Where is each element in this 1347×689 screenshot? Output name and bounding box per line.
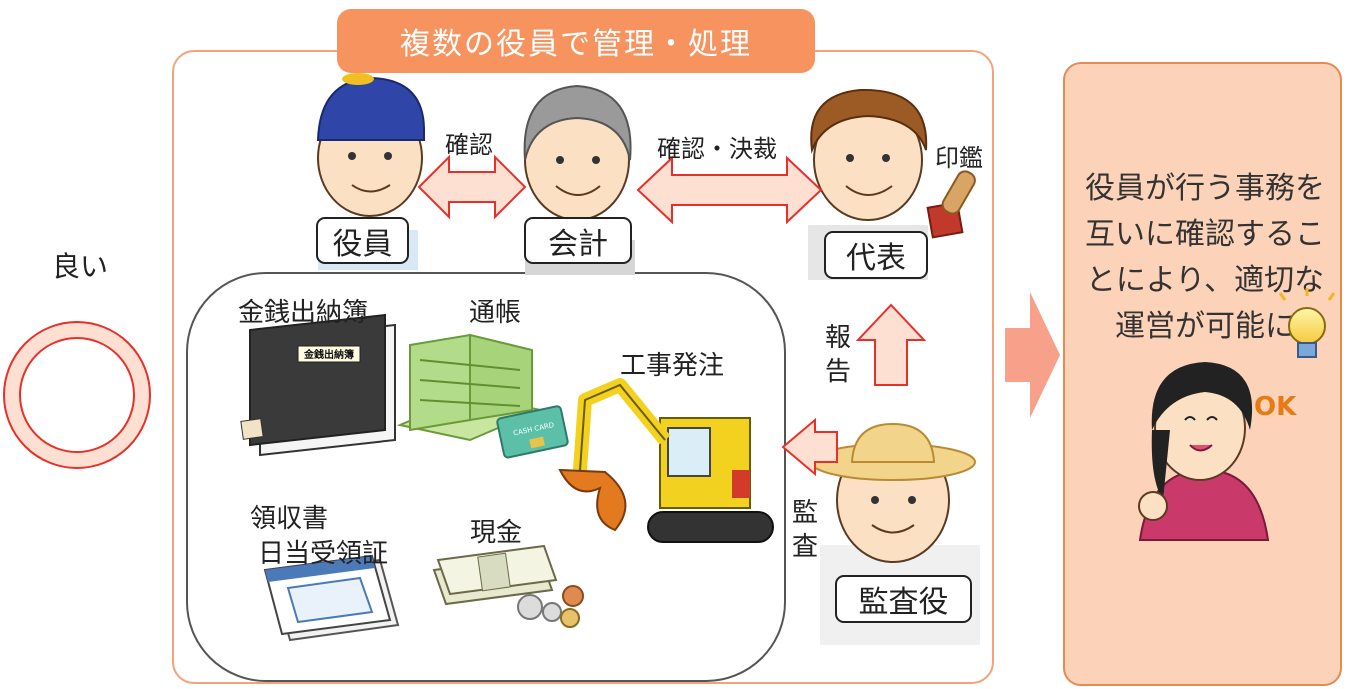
ledger-cover-label: 金銭出納簿 — [303, 348, 354, 361]
result-arrow-icon — [1005, 292, 1060, 418]
confirm-decide-double-arrow-icon — [636, 155, 823, 225]
confirm-caption: 確認 — [445, 131, 493, 159]
seal-stamp-icon — [926, 170, 976, 239]
woman-ok-icon — [1138, 362, 1270, 541]
group-title-banner: 複数の役員で管理・処理 — [337, 9, 815, 73]
cash-icon — [432, 544, 584, 628]
cash-card-icon — [496, 405, 569, 459]
role-label-representative: 代表 — [824, 231, 928, 279]
audit-caption: 監査 — [791, 498, 818, 562]
role-label-accountant: 会計 — [524, 217, 632, 264]
audit-left-arrow-icon — [781, 417, 838, 477]
passbook-label: 通帳 — [469, 298, 522, 328]
report-up-arrow-icon — [855, 303, 927, 386]
report-caption: 報告 — [824, 323, 851, 387]
receipt-label-line2: 日当受領証 — [258, 539, 389, 569]
construction-label: 工事発注 — [620, 351, 725, 381]
role-label-auditor: 監査役 — [835, 575, 972, 623]
ledger-label: 金銭出納簿 — [238, 298, 369, 328]
role-label-officer: 役員 — [316, 217, 409, 264]
light-bulb-icon — [1278, 288, 1336, 358]
result-panel-text: 役員が行う事務を互いに確認することにより、適切な運営が可能に — [1085, 171, 1325, 344]
ok-sign-text: OK — [1254, 392, 1297, 422]
good-circle-icon — [3, 321, 151, 469]
receipt-label-line1: 領収書 — [250, 504, 329, 534]
confirm-double-arrow-icon — [417, 154, 527, 220]
receipt-icon — [263, 554, 400, 642]
passbook-icon — [396, 333, 544, 442]
excavator-icon — [558, 378, 774, 543]
confirm-decide-caption: 確認・決裁 — [657, 135, 777, 163]
good-label: 良い — [52, 250, 109, 283]
cash-label: 現金 — [470, 518, 523, 548]
seal-caption: 印鑑 — [935, 144, 983, 172]
ledger-book-icon — [240, 313, 396, 457]
